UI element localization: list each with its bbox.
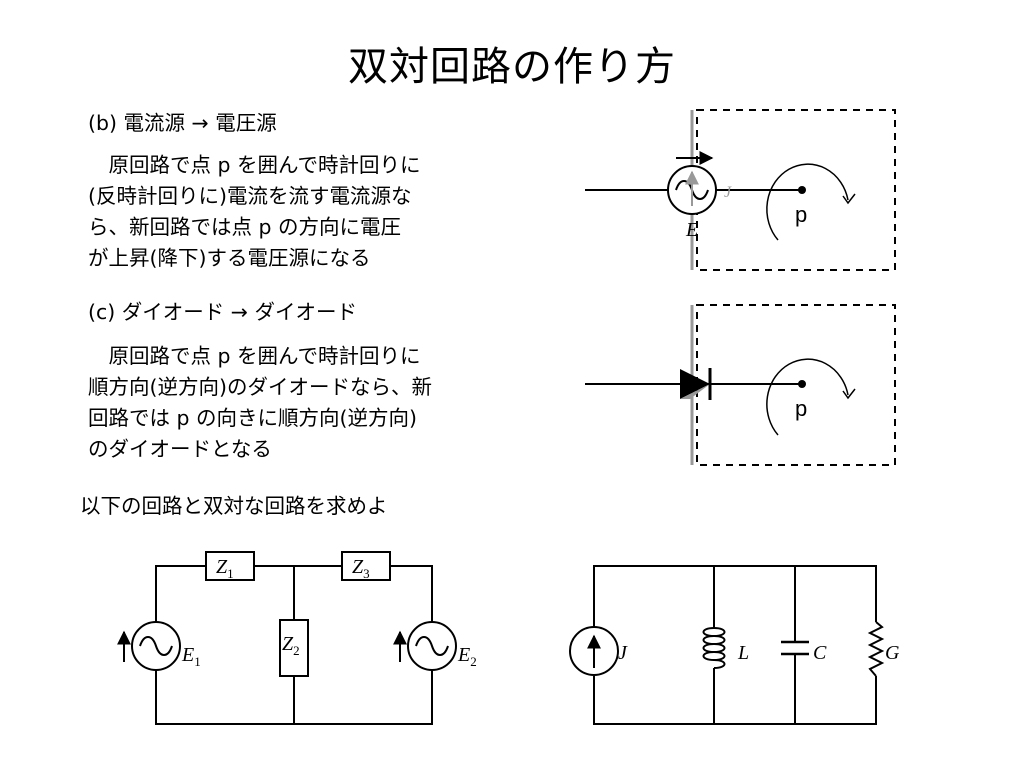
wire xyxy=(593,565,877,628)
diagram-b: p E J xyxy=(585,109,896,271)
section-b-line: 原回路で点 p を囲んで時計回りに xyxy=(88,153,421,177)
dashed-region-c xyxy=(696,304,896,466)
clockwise-arc-c xyxy=(766,358,849,436)
sine-icon xyxy=(415,636,449,656)
section-c-line: 原回路で点 p を囲んで時計回りに xyxy=(88,344,421,368)
diode-shadow xyxy=(680,384,710,399)
arc-arrowhead-icon xyxy=(842,193,856,205)
circuit-right-labels: J L C G xyxy=(618,642,900,664)
current-label-j: J xyxy=(724,184,732,201)
wire xyxy=(593,676,877,725)
e2-label: E2 xyxy=(457,644,477,669)
point-p-c xyxy=(798,380,806,388)
z3-label: Z3 xyxy=(352,556,370,581)
section-c-paragraph: 原回路で点 p を囲んで時計回りに 順方向(逆方向)のダイオードなら、新 回路で… xyxy=(88,341,432,465)
task-text: 以下の回路と双対な回路を求めよ xyxy=(80,494,388,518)
section-c-line: 順方向(逆方向)のダイオードなら、新 xyxy=(88,375,432,399)
source-label-e: E xyxy=(685,219,698,241)
section-b-line: (反時計回りに)電流を流す電流源な xyxy=(88,184,412,208)
page-title: 双対回路の作り方 xyxy=(348,44,676,90)
g-label: G xyxy=(885,642,900,664)
j-label: J xyxy=(618,642,628,664)
impedance-z2 xyxy=(279,619,309,677)
section-c-line: のダイオードとなる xyxy=(88,437,272,461)
point-p-label-c: p xyxy=(795,396,807,421)
wire xyxy=(155,565,206,622)
dashed-region-b xyxy=(696,109,896,271)
z2-label: Z2 xyxy=(282,633,300,658)
point-p-b xyxy=(798,186,806,194)
section-c-line: 回路では p の向きに順方向(逆方向) xyxy=(88,406,418,430)
impedance-z1 xyxy=(205,551,255,581)
section-b-line: が上昇(降下)する電圧源になる xyxy=(88,246,371,270)
circuit-right xyxy=(569,565,885,725)
inductor-coil xyxy=(702,627,726,669)
arc-arrowhead-icon xyxy=(842,388,856,400)
circuit-left-labels: Z1 Z3 Z2 E1 E2 xyxy=(181,556,477,669)
section-c-heading: (c) ダイオード → ダイオード xyxy=(88,300,357,324)
sine-icon xyxy=(139,636,173,656)
wire xyxy=(390,565,433,622)
resistor-zigzag xyxy=(867,621,885,677)
diode-triangle xyxy=(680,369,710,399)
e1-label: E1 xyxy=(181,644,201,669)
circuit-left xyxy=(117,551,457,725)
diagram-c: p xyxy=(585,304,896,466)
z1-label: Z1 xyxy=(216,556,234,581)
clockwise-arc-b xyxy=(766,163,849,241)
section-b-heading: (b) 電流源 → 電圧源 xyxy=(88,111,277,135)
l-label: L xyxy=(737,642,749,664)
point-p-label-b: p xyxy=(795,202,807,227)
c-label: C xyxy=(813,642,827,664)
impedance-z3 xyxy=(341,551,391,581)
section-b-line: ら、新回路では点 p の方向に電圧 xyxy=(88,215,402,239)
section-b-paragraph: 原回路で点 p を囲んで時計回りに (反時計回りに)電流を流す電流源な ら、新回… xyxy=(88,150,421,274)
